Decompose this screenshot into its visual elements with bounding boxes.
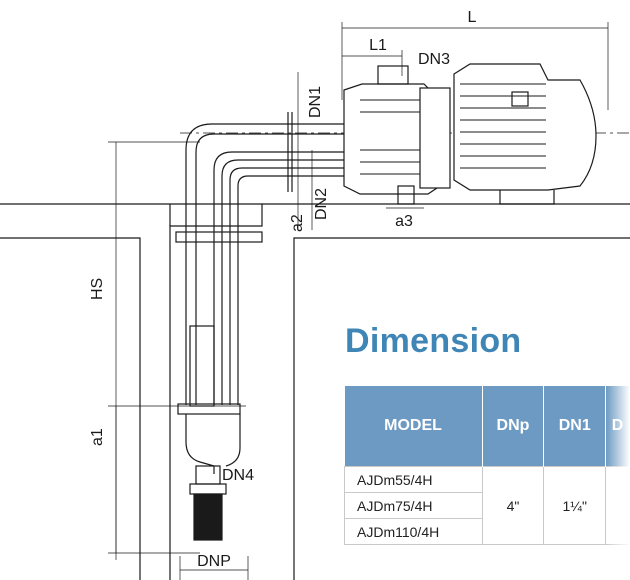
label-dnp: DNP — [197, 553, 231, 570]
header-dn1: DN1 — [543, 386, 607, 467]
label-dn4: DN4 — [222, 467, 254, 484]
dnp-cell: 4" — [481, 466, 545, 545]
model-cell: AJDm55/4H — [344, 466, 483, 493]
label-hs: HS — [89, 278, 106, 300]
label-l1: L1 — [369, 37, 387, 54]
pipe-assembly — [175, 112, 350, 541]
label-a2: a2 — [289, 214, 306, 232]
header-dnp: DNp — [482, 386, 545, 467]
header-model: MODEL — [344, 386, 483, 467]
model-cell: AJDm110/4H — [344, 518, 483, 545]
dn1-cell: 1¼" — [543, 466, 607, 545]
label-a3: a3 — [395, 213, 413, 230]
table-edge-fade — [606, 386, 630, 550]
table-row: AJDm55/4H 4" 1¼" — [344, 466, 630, 545]
dimension-table: MODEL DNp DN1 D AJDm55/4H 4" 1¼" AJDm75/… — [344, 386, 630, 545]
model-cell: AJDm75/4H — [344, 492, 483, 519]
ground-structure — [0, 203, 630, 580]
label-a1: a1 — [89, 428, 106, 446]
jet-pump — [343, 63, 597, 205]
table-row: AJDm110/4H — [344, 518, 630, 545]
table-header-row: MODEL DNp DN1 D — [344, 386, 630, 467]
label-dn2: DN2 — [313, 188, 330, 220]
label-l: L — [468, 9, 477, 26]
label-dn1: DN1 — [307, 86, 324, 118]
label-dn3: DN3 — [418, 51, 450, 68]
dimension-lines — [108, 22, 609, 580]
dimension-heading: Dimension — [345, 322, 522, 360]
